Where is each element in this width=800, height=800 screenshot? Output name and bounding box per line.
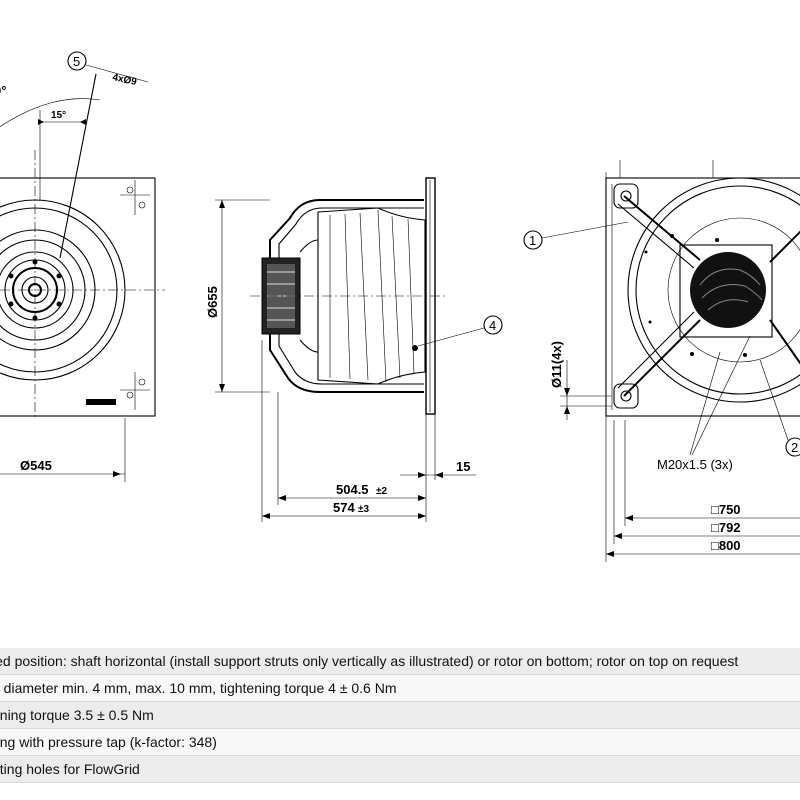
angle-15-label: 15° — [51, 110, 66, 121]
square-800-label: □800 — [711, 538, 741, 553]
technical-drawing: 0° 15° 4xØ9 Ø545 5 — [0, 51, 800, 562]
square-750-label: □750 — [711, 502, 741, 517]
dia-545-label: Ø545 — [20, 458, 52, 473]
note-row: ring with pressure tap (k-factor: 348) — [0, 729, 800, 756]
square-792-label: □792 — [711, 520, 741, 535]
callout-4-label: 4 — [489, 318, 496, 333]
note-row: ating holes for FlowGrid — [0, 756, 800, 783]
flange-15-label: 15 — [456, 459, 470, 474]
thread-m20-label: M20x1.5 (3x) — [657, 457, 733, 472]
notes-table: led position: shaft horizontal (install … — [0, 648, 800, 783]
callout-2-label: 2 — [791, 440, 798, 455]
len-504-label: 504.5 — [336, 482, 369, 497]
callout-5-label: 5 — [73, 54, 80, 69]
callout-1-label: 1 — [529, 233, 536, 248]
tol-504-label: ±2 — [376, 486, 387, 497]
dia-655-label: Ø655 — [205, 286, 220, 318]
left-view — [0, 51, 165, 482]
note-row: ening torque 3.5 ± 0.5 Nm — [0, 702, 800, 729]
angle-label-partial: 0° — [0, 83, 6, 98]
len-574-label: 574 — [333, 500, 355, 515]
holes-11-label: Ø11(4x) — [549, 341, 564, 388]
note-row: led position: shaft horizontal (install … — [0, 648, 800, 675]
note-row: e diameter min. 4 mm, max. 10 mm, tighte… — [0, 675, 800, 702]
tol-574-label: ±3 — [358, 504, 369, 515]
front-view — [523, 160, 800, 562]
section-view — [215, 177, 503, 522]
holes-4x9-label: 4xØ9 — [111, 72, 138, 88]
